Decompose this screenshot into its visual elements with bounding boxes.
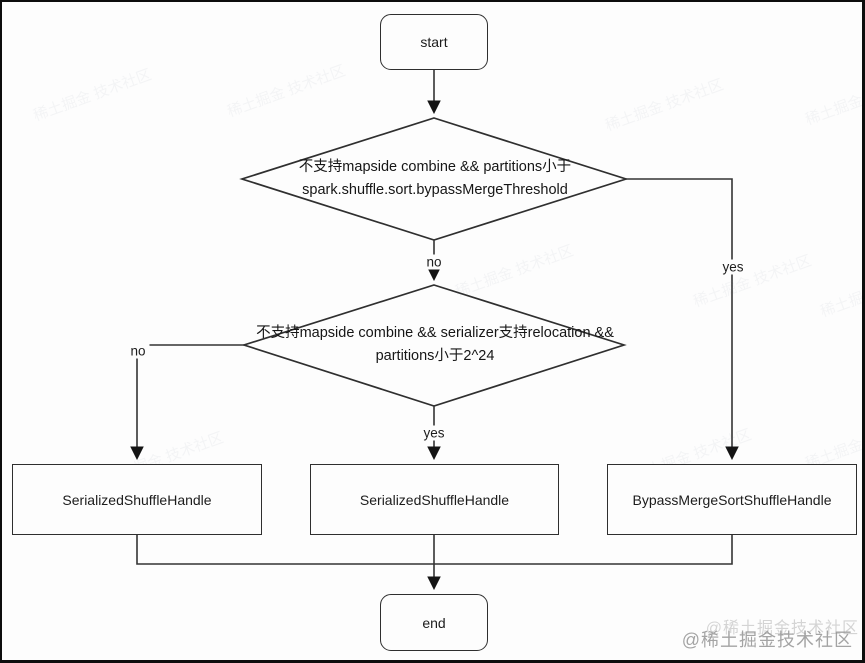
watermark-badge-ghost: @稀土掘金技术社区 bbox=[705, 620, 859, 637]
decision-1-line1: 不支持mapside combine && partitions小于 bbox=[298, 159, 572, 175]
start-node: start bbox=[380, 14, 488, 70]
end-node-label: end bbox=[422, 614, 446, 631]
edge-label-decision2-yes: yes bbox=[419, 425, 449, 441]
decision-1-text: 不支持mapside combine && partitions小于 spark… bbox=[299, 156, 571, 202]
decision-2-line1: 不支持mapside combine && serializer支持reloca… bbox=[256, 325, 614, 341]
end-node: end bbox=[380, 594, 488, 651]
result-box-middle-label: SerializedShuffleHandle bbox=[359, 491, 510, 508]
edge-left-box-merge bbox=[136, 535, 435, 565]
edge-label-decision1-no: no bbox=[422, 254, 446, 270]
result-box-serialized-left: SerializedShuffleHandle bbox=[12, 464, 262, 535]
result-box-bypass-merge: BypassMergeSortShuffleHandle bbox=[607, 464, 857, 535]
decision-2-line2: partitions小于2^24 bbox=[375, 348, 495, 364]
result-box-serialized-middle: SerializedShuffleHandle bbox=[310, 464, 559, 535]
edge-decision1-yes bbox=[626, 178, 739, 461]
edge-label-decision2-no: no bbox=[126, 343, 150, 359]
result-box-right-label: BypassMergeSortShuffleHandle bbox=[632, 491, 832, 508]
decision-1-line2: spark.shuffle.sort.bypassMergeThreshold bbox=[302, 182, 568, 198]
result-box-left-label: SerializedShuffleHandle bbox=[62, 491, 212, 508]
decision-2-text: 不支持mapside combine && serializer支持reloca… bbox=[256, 322, 614, 368]
start-node-label: start bbox=[420, 34, 448, 50]
watermark-badge: @稀土掘金技术社区 bbox=[681, 630, 853, 650]
edge-decision2-no bbox=[130, 344, 244, 461]
edge-label-decision1-yes: yes bbox=[718, 259, 748, 275]
edge-right-box-merge bbox=[435, 535, 733, 565]
